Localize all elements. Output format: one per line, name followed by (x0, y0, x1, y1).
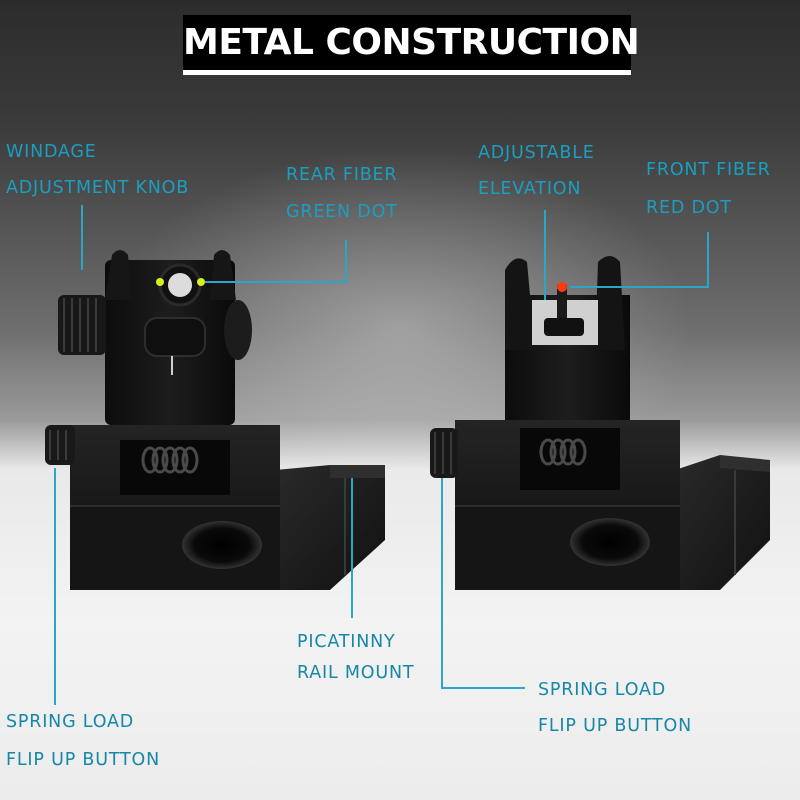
front-flip-button (430, 428, 458, 478)
label-picatinny-line1: PICATINNY (297, 632, 396, 652)
front-rail-mount (675, 455, 770, 590)
rear-flip-button (45, 425, 75, 465)
label-picatinny-line2: RAIL MOUNT (297, 663, 415, 683)
label-rear-fiber-line1: REAR FIBER (286, 165, 398, 185)
leader-spring-right (441, 478, 525, 689)
rear-sight (45, 250, 385, 590)
label-spring-right-line1: SPRING LOAD (538, 680, 667, 700)
label-spring-right-line2: FLIP UP BUTTON (538, 716, 692, 736)
rear-aperture (168, 273, 192, 297)
label-front-fiber-line1: FRONT FIBER (646, 160, 771, 180)
rear-rail-mount (275, 465, 385, 590)
windage-knob (58, 295, 106, 355)
front-spring (539, 438, 587, 466)
label-adjustable-line2: ELEVATION (478, 179, 582, 199)
label-windage-line2: ADJUSTMENT KNOB (6, 178, 190, 198)
page-title: METAL CONSTRUCTION (183, 22, 640, 63)
leader-rear-fiber (205, 240, 347, 283)
rear-green-dot-right (197, 278, 205, 286)
label-adjustable-line1: ADJUSTABLE (478, 143, 595, 163)
front-sight-post (557, 285, 567, 333)
label-front-fiber-line2: RED DOT (646, 198, 732, 218)
label-rear-fiber-line2: GREEN DOT (286, 202, 398, 222)
rear-mount-hole (182, 521, 262, 569)
front-sight (430, 256, 770, 590)
front-mount-hole (570, 518, 650, 566)
leader-lines (54, 205, 709, 705)
leader-front-fiber (570, 232, 709, 288)
title-banner: METAL CONSTRUCTION (183, 15, 640, 75)
label-spring-left-line1: SPRING LOAD (6, 712, 135, 732)
label-spring-left-line2: FLIP UP BUTTON (6, 750, 160, 770)
label-windage-line1: WINDAGE (6, 142, 97, 162)
front-red-dot (557, 282, 567, 292)
rear-green-dot-left (156, 278, 164, 286)
rear-spring (141, 446, 199, 474)
